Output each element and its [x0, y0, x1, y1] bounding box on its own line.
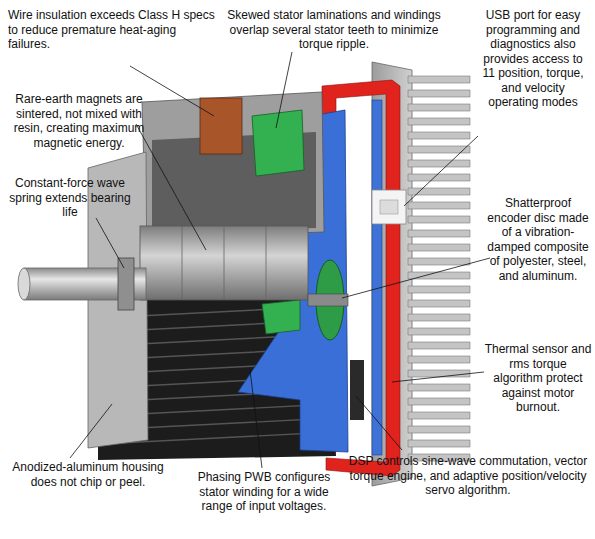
usb-socket	[380, 200, 398, 214]
callout-text: Anodized-aluminum housing does not chip …	[4, 460, 172, 489]
callout-text: DSP controls sine-wave commutation, vect…	[344, 454, 592, 498]
rotor	[140, 226, 308, 300]
wave-spring	[118, 258, 134, 310]
heatsink-fins	[408, 76, 470, 461]
callout-text: Phasing PWB configures stator winding fo…	[186, 470, 342, 514]
copper-winding	[200, 98, 242, 154]
callout-text: Thermal sensor and rms torque algorithm …	[484, 342, 592, 415]
stator-winding	[262, 300, 300, 334]
callout-text: USB port for easy programming and diagno…	[478, 8, 588, 110]
magnet-segments	[182, 226, 266, 300]
stator-frame	[142, 92, 324, 238]
callout-text: Shatterproof encoder disc made of a vibr…	[486, 196, 590, 283]
control-board	[372, 100, 382, 455]
callout-text: Wire insulation exceeds Class H specs to…	[8, 8, 220, 52]
callout-text: Rare-earth magnets are sintered, not mix…	[4, 92, 154, 150]
callout-text: Skewed stator laminations and windings o…	[226, 8, 442, 52]
encoder-hub	[308, 294, 348, 306]
usb-port	[372, 190, 406, 224]
dsp-chip	[350, 360, 364, 420]
callout-text: Constant-force wave spring extends beari…	[6, 176, 134, 220]
shaft-end	[18, 268, 30, 300]
